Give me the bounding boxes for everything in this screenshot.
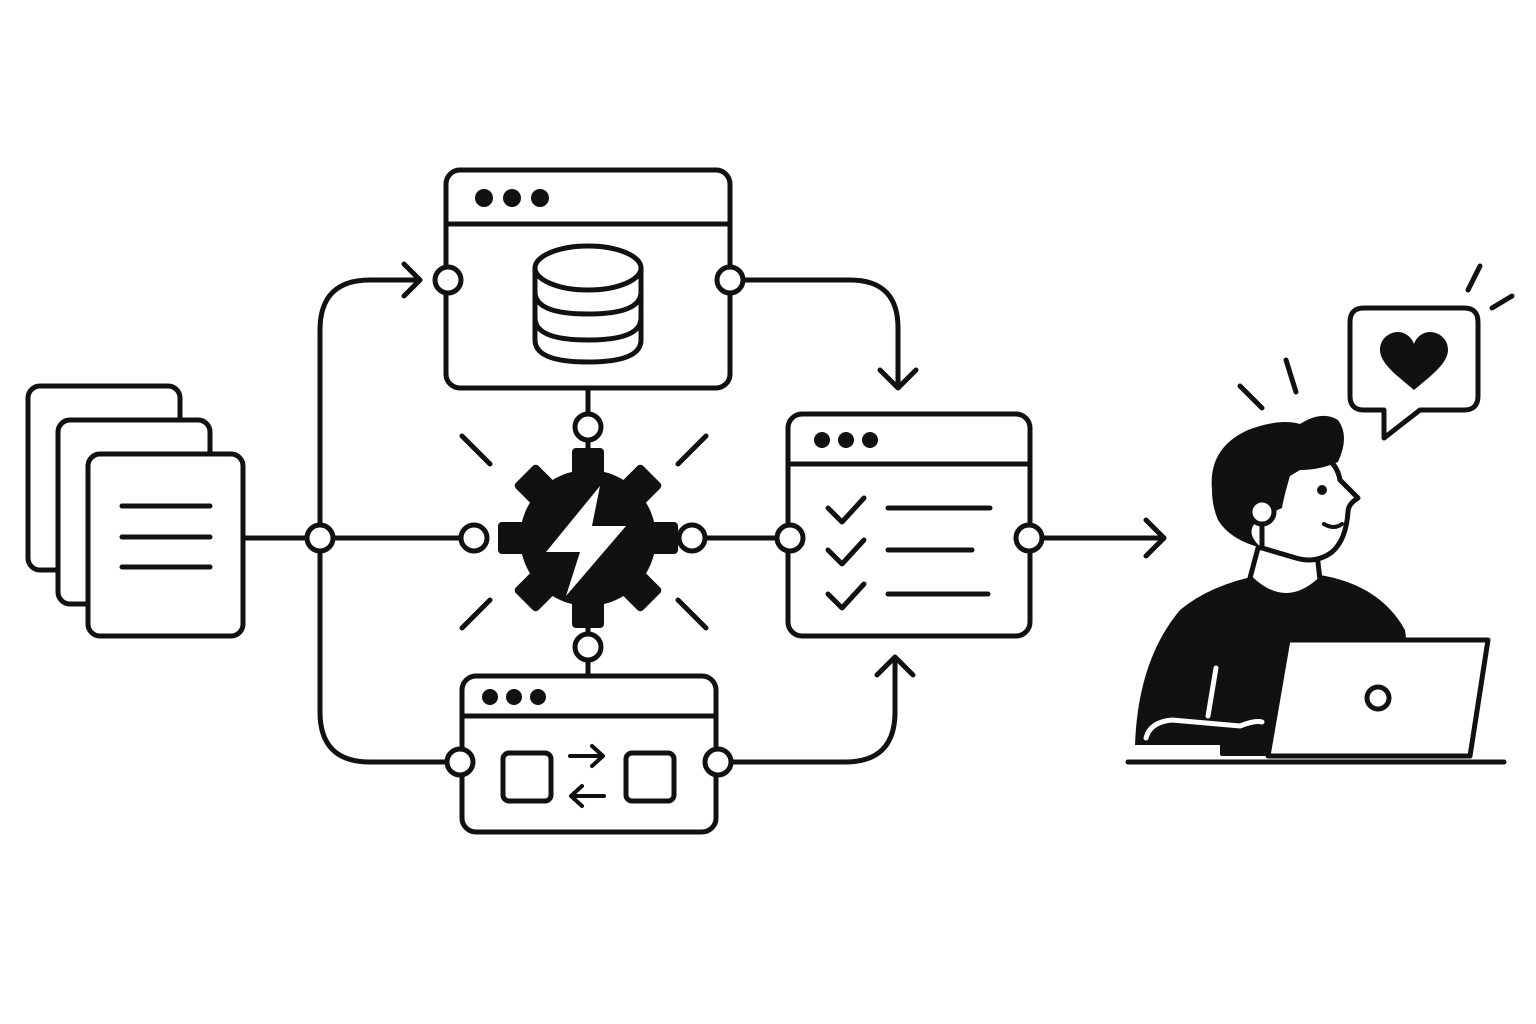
arrowhead-to-database <box>401 261 423 299</box>
edge-database-to-checklist <box>743 277 901 388</box>
checklist-window <box>785 411 1033 639</box>
arrowhead-to-checklist-top <box>877 367 919 391</box>
connector-nodes <box>304 264 1045 778</box>
edge-sync-to-checklist <box>730 657 898 765</box>
sync-arrows-icon <box>568 744 606 808</box>
node-checklist-right <box>1013 522 1045 554</box>
node-gear-right <box>676 522 708 554</box>
laptop-icon <box>1265 637 1491 759</box>
documents-icon <box>25 383 246 639</box>
edge-junction-to-sync <box>317 550 449 765</box>
database-icon <box>532 243 644 365</box>
node-checklist-left <box>774 522 806 554</box>
arrowhead-to-checklist-bottom <box>874 654 916 678</box>
node-gear-top <box>572 411 604 443</box>
gear-bolt-icon <box>459 433 709 631</box>
node-sync-left <box>444 746 476 778</box>
node-sync-right <box>702 746 734 778</box>
checklist-icon <box>825 495 993 611</box>
node-gear-bottom <box>572 631 604 663</box>
node-database-right <box>714 264 746 296</box>
target-box <box>623 750 677 804</box>
speech-bubble-icon <box>1347 263 1515 441</box>
node-junction <box>304 522 336 554</box>
person-icon <box>1125 357 1507 765</box>
source-box <box>500 750 554 804</box>
heart-icon <box>1380 332 1448 390</box>
arrowhead-to-user <box>1143 517 1167 559</box>
node-gear-left <box>458 522 490 554</box>
edge-junction-to-database <box>317 277 421 526</box>
database-window <box>443 167 733 391</box>
sync-window <box>459 673 719 835</box>
node-database-left <box>432 264 464 296</box>
